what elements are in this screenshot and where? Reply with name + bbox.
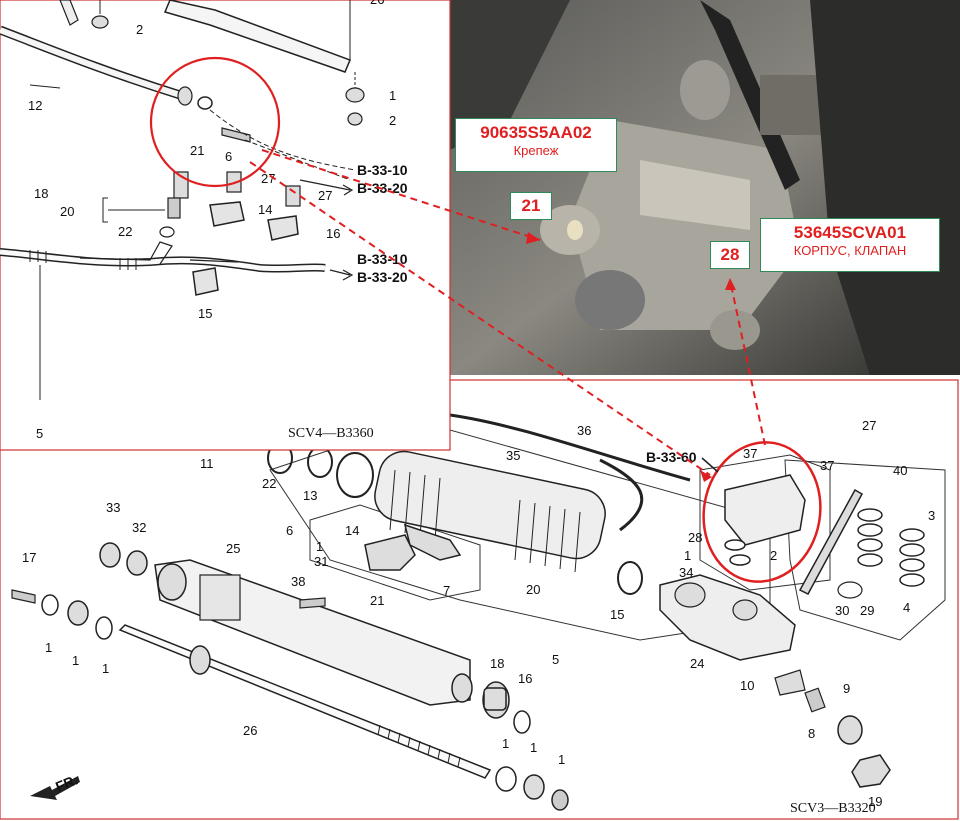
callout: 20 <box>60 204 74 219</box>
callout: 18 <box>34 186 48 201</box>
callout: 9 <box>843 681 850 696</box>
part-name: Крепеж <box>513 143 559 158</box>
callout: 27 <box>862 418 876 433</box>
callout: 24 <box>690 656 704 671</box>
callout: 1 <box>530 740 537 755</box>
callout: 16 <box>326 226 340 241</box>
callout: 21 <box>190 143 204 158</box>
callout: 31 <box>314 554 328 569</box>
callout: 14 <box>345 523 359 538</box>
callout: 10 <box>740 678 754 693</box>
callout: 11 <box>200 456 214 471</box>
callout: 34 <box>679 565 693 580</box>
ref-code-2: B-33-20 <box>357 180 408 196</box>
callout: 28 <box>688 530 702 545</box>
ref-code-1: B-33-10 <box>357 162 408 178</box>
callout: 15 <box>610 607 624 622</box>
rack-bar <box>118 624 492 779</box>
callout: 40 <box>893 463 907 478</box>
callout-box-21: 21 <box>510 192 552 220</box>
callout: 38 <box>291 574 305 589</box>
ref-code-4: B-33-20 <box>357 269 408 285</box>
part-tag-clip: 90635S5AA02 Крепеж <box>455 118 617 172</box>
callout: 1 <box>316 539 323 554</box>
ref-code-3: B-33-10 <box>357 251 408 267</box>
callout: 1 <box>102 661 109 676</box>
ref-code-b3360: B-33-60 <box>646 449 697 465</box>
callout: 7 <box>443 583 450 598</box>
valve-photo <box>450 0 960 375</box>
callout: 2 <box>389 113 396 128</box>
callout: 22 <box>118 224 132 239</box>
callout: 20 <box>526 582 540 597</box>
callout: 12 <box>28 98 42 113</box>
part-tag-valve-body: 53645SCVA01 КОРПУС, КЛАПАН <box>760 218 940 272</box>
callout: 2 <box>770 548 777 563</box>
callout: 2 <box>136 22 143 37</box>
callout: 6 <box>286 523 293 538</box>
callout: 1 <box>72 653 79 668</box>
callout: 33 <box>106 500 120 515</box>
callout: 27 <box>318 188 332 203</box>
main-callouts: 11 22 13 6 36 35 14 37 37 27 40 3 28 2 1… <box>22 418 935 809</box>
callout: 37 <box>743 446 757 461</box>
callout: 37 <box>820 458 834 473</box>
callout: 22 <box>262 476 276 491</box>
inset-pipe-diagram: B-33-10 B-33-20 B-33-10 B-33-20 SCV4—B33… <box>0 0 451 451</box>
callout: 1 <box>558 752 565 767</box>
callout-box-28: 28 <box>710 241 750 269</box>
part-number: 53645SCVA01 <box>793 223 907 242</box>
callout: 5 <box>552 652 559 667</box>
drawing-code-inset: SCV4—B3360 <box>288 426 374 441</box>
callout: 16 <box>518 671 532 686</box>
callout: 1 <box>502 736 509 751</box>
callout: 6 <box>225 149 232 164</box>
callout: 1 <box>389 88 396 103</box>
direction-label: FR. <box>53 771 80 794</box>
callout: 3 <box>928 508 935 523</box>
callout: 25 <box>226 541 240 556</box>
callout: 21 <box>370 593 384 608</box>
callout: 18 <box>490 656 504 671</box>
part-number: 90635S5AA02 <box>480 123 592 142</box>
valve-body <box>659 574 796 661</box>
callout: 4 <box>903 600 910 615</box>
callout: 15 <box>198 306 212 321</box>
callout: 35 <box>506 448 520 463</box>
callout: 17 <box>22 550 36 565</box>
callout: 5 <box>36 426 43 441</box>
callout: 29 <box>860 603 874 618</box>
callout: 36 <box>577 423 591 438</box>
callout: 27 <box>261 171 275 186</box>
steering-boot-assembly <box>374 450 606 573</box>
callout: 32 <box>132 520 146 535</box>
rack-housing <box>154 559 473 706</box>
callout: 8 <box>808 726 815 741</box>
callout: 14 <box>258 202 272 217</box>
part-name: КОРПУС, КЛАПАН <box>793 243 907 258</box>
drawing-code-main: SCV3—B3320 <box>790 801 876 816</box>
callout: 1 <box>45 640 52 655</box>
callout: 1 <box>684 548 691 563</box>
callout: 26 <box>243 723 257 738</box>
callout: 26 <box>370 0 384 7</box>
callout: 30 <box>835 603 849 618</box>
callout: 19 <box>868 794 882 809</box>
callout: 13 <box>303 488 317 503</box>
